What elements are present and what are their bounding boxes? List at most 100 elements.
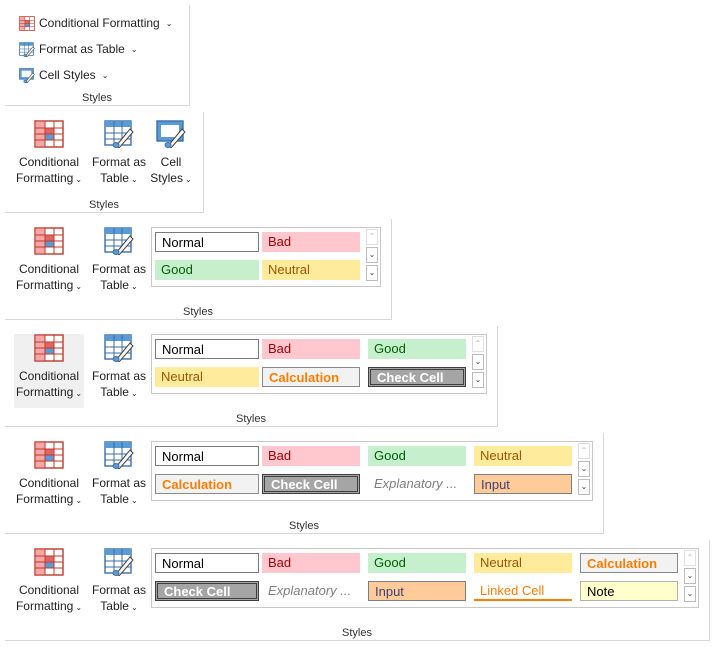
- button-label: Conditional: [18, 369, 80, 383]
- style-calculation[interactable]: Calculation: [262, 367, 360, 387]
- chevron-up-icon[interactable]: ⌃: [578, 443, 590, 459]
- format-as-table-button[interactable]: Format as Table⌄: [84, 441, 154, 515]
- conditional-formatting-button[interactable]: Conditional Formatting⌄: [14, 120, 84, 194]
- format-as-table-icon: [104, 548, 134, 576]
- group-label: Styles: [82, 92, 112, 104]
- more-gallery-icon[interactable]: ⌄: [366, 265, 378, 281]
- style-calculation[interactable]: Calculation: [580, 553, 678, 573]
- chevron-down-icon: ⌄: [130, 389, 138, 398]
- style-normal[interactable]: Normal: [155, 446, 259, 466]
- style-check-cell[interactable]: Check Cell: [368, 367, 466, 387]
- chevron-up-icon[interactable]: ⌃: [684, 550, 696, 566]
- chevron-down-icon[interactable]: ⌄: [684, 568, 696, 584]
- styles-group-gallery-2col: Conditional Formatting⌄ Format as Table⌄…: [5, 219, 392, 320]
- style-explanatory[interactable]: Explanatory ...: [268, 583, 352, 598]
- cell-styles-gallery: Normal Bad Good Neutral ⌃ ⌄ ⌄: [151, 227, 381, 287]
- style-neutral[interactable]: Neutral: [262, 260, 360, 280]
- style-normal[interactable]: Normal: [155, 232, 259, 252]
- style-normal[interactable]: Normal: [155, 339, 259, 359]
- chevron-down-icon[interactable]: ⌄: [472, 354, 484, 370]
- chevron-down-icon: ⌄: [165, 18, 173, 28]
- style-normal[interactable]: Normal: [155, 553, 259, 573]
- style-neutral[interactable]: Neutral: [474, 553, 572, 573]
- button-label: Formatting⌄: [15, 385, 83, 399]
- button-label: Formatting⌄: [15, 599, 83, 613]
- chevron-down-icon: ⌄: [130, 603, 138, 612]
- styles-group-gallery-4col: Conditional Formatting⌄ Format as Table⌄…: [5, 433, 604, 534]
- style-check-cell[interactable]: Check Cell: [262, 474, 360, 494]
- button-label: Format as: [91, 476, 146, 490]
- style-good[interactable]: Good: [368, 339, 466, 359]
- style-input[interactable]: Input: [368, 581, 466, 601]
- style-good[interactable]: Good: [155, 260, 259, 280]
- chevron-up-icon[interactable]: ⌃: [366, 229, 378, 245]
- group-label: Styles: [89, 199, 119, 211]
- group-label: Styles: [289, 520, 319, 532]
- chevron-up-icon[interactable]: ⌃: [472, 336, 484, 352]
- format-as-table-button[interactable]: Format as Table⌄: [84, 334, 154, 408]
- more-gallery-icon[interactable]: ⌄: [472, 372, 484, 388]
- style-bad[interactable]: Bad: [262, 553, 360, 573]
- styles-group-gallery-5col: Conditional Formatting⌄ Format as Table⌄…: [5, 540, 710, 641]
- conditional-formatting-button[interactable]: Conditional Formatting⌄: [19, 13, 172, 33]
- style-bad[interactable]: Bad: [262, 446, 360, 466]
- button-label: Table⌄: [100, 492, 138, 506]
- format-as-table-button[interactable]: Format as Table⌄: [84, 227, 154, 301]
- more-gallery-icon[interactable]: ⌄: [684, 586, 696, 602]
- button-label: Format as: [91, 369, 146, 383]
- chevron-down-icon: ⌄: [75, 175, 83, 184]
- button-label: Format as: [91, 155, 146, 169]
- chevron-down-icon: ⌄: [75, 603, 83, 612]
- chevron-down-icon: ⌄: [130, 44, 138, 54]
- chevron-down-icon: ⌄: [101, 70, 109, 80]
- style-linked-cell[interactable]: Linked Cell: [474, 581, 572, 601]
- button-label: Formatting⌄: [15, 278, 83, 292]
- chevron-down-icon[interactable]: ⌄: [578, 461, 590, 477]
- style-neutral[interactable]: Neutral: [474, 446, 572, 466]
- format-as-table-button[interactable]: Format as Table⌄: [84, 548, 154, 622]
- cell-styles-button[interactable]: Cell Styles⌄: [140, 120, 202, 194]
- button-label: Table⌄: [100, 385, 138, 399]
- format-as-table-label: Format as Table: [39, 42, 125, 56]
- button-label: Formatting⌄: [15, 492, 83, 506]
- cell-styles-icon: [156, 120, 186, 148]
- conditional-formatting-icon: [34, 227, 64, 255]
- chevron-down-icon: ⌄: [184, 175, 192, 184]
- conditional-formatting-icon: [34, 334, 64, 362]
- style-input[interactable]: Input: [474, 474, 572, 494]
- styles-group-gallery-3col: Conditional Formatting⌄ Format as Table⌄…: [5, 326, 498, 427]
- style-bad[interactable]: Bad: [262, 232, 360, 252]
- style-calculation[interactable]: Calculation: [155, 474, 259, 494]
- button-label: Conditional: [18, 262, 80, 276]
- cell-styles-label: Cell Styles: [39, 68, 96, 82]
- style-neutral[interactable]: Neutral: [155, 367, 259, 387]
- button-label: Table⌄: [100, 278, 138, 292]
- cell-styles-gallery: Normal Bad Good Neutral Calculation Chec…: [151, 441, 593, 501]
- cell-styles-button[interactable]: Cell Styles ⌄: [19, 65, 108, 85]
- group-label: Styles: [236, 413, 266, 425]
- format-as-table-icon: [104, 334, 134, 362]
- chevron-down-icon[interactable]: ⌄: [366, 247, 378, 263]
- format-as-table-button[interactable]: Format as Table ⌄: [19, 39, 138, 59]
- chevron-down-icon: ⌄: [75, 389, 83, 398]
- style-good[interactable]: Good: [368, 553, 466, 573]
- button-label: Conditional: [18, 155, 80, 169]
- conditional-formatting-button[interactable]: Conditional Formatting⌄: [14, 227, 84, 301]
- button-label: Styles⌄: [150, 171, 192, 185]
- style-bad[interactable]: Bad: [262, 339, 360, 359]
- conditional-formatting-button[interactable]: Conditional Formatting⌄: [14, 441, 84, 515]
- style-check-cell[interactable]: Check Cell: [155, 581, 259, 601]
- button-label: Conditional: [18, 476, 80, 490]
- group-label: Styles: [183, 306, 213, 318]
- style-explanatory[interactable]: Explanatory ...: [374, 476, 458, 491]
- conditional-formatting-button[interactable]: Conditional Formatting⌄: [14, 548, 84, 622]
- button-label: Cell: [160, 155, 182, 169]
- format-as-table-button[interactable]: Format as Table⌄: [84, 120, 154, 194]
- conditional-formatting-button[interactable]: Conditional Formatting⌄: [14, 334, 84, 408]
- conditional-formatting-icon: [34, 120, 64, 148]
- chevron-down-icon: ⌄: [130, 282, 138, 291]
- cell-styles-icon: [19, 68, 35, 83]
- style-note[interactable]: Note: [580, 581, 678, 601]
- more-gallery-icon[interactable]: ⌄: [578, 479, 590, 495]
- style-good[interactable]: Good: [368, 446, 466, 466]
